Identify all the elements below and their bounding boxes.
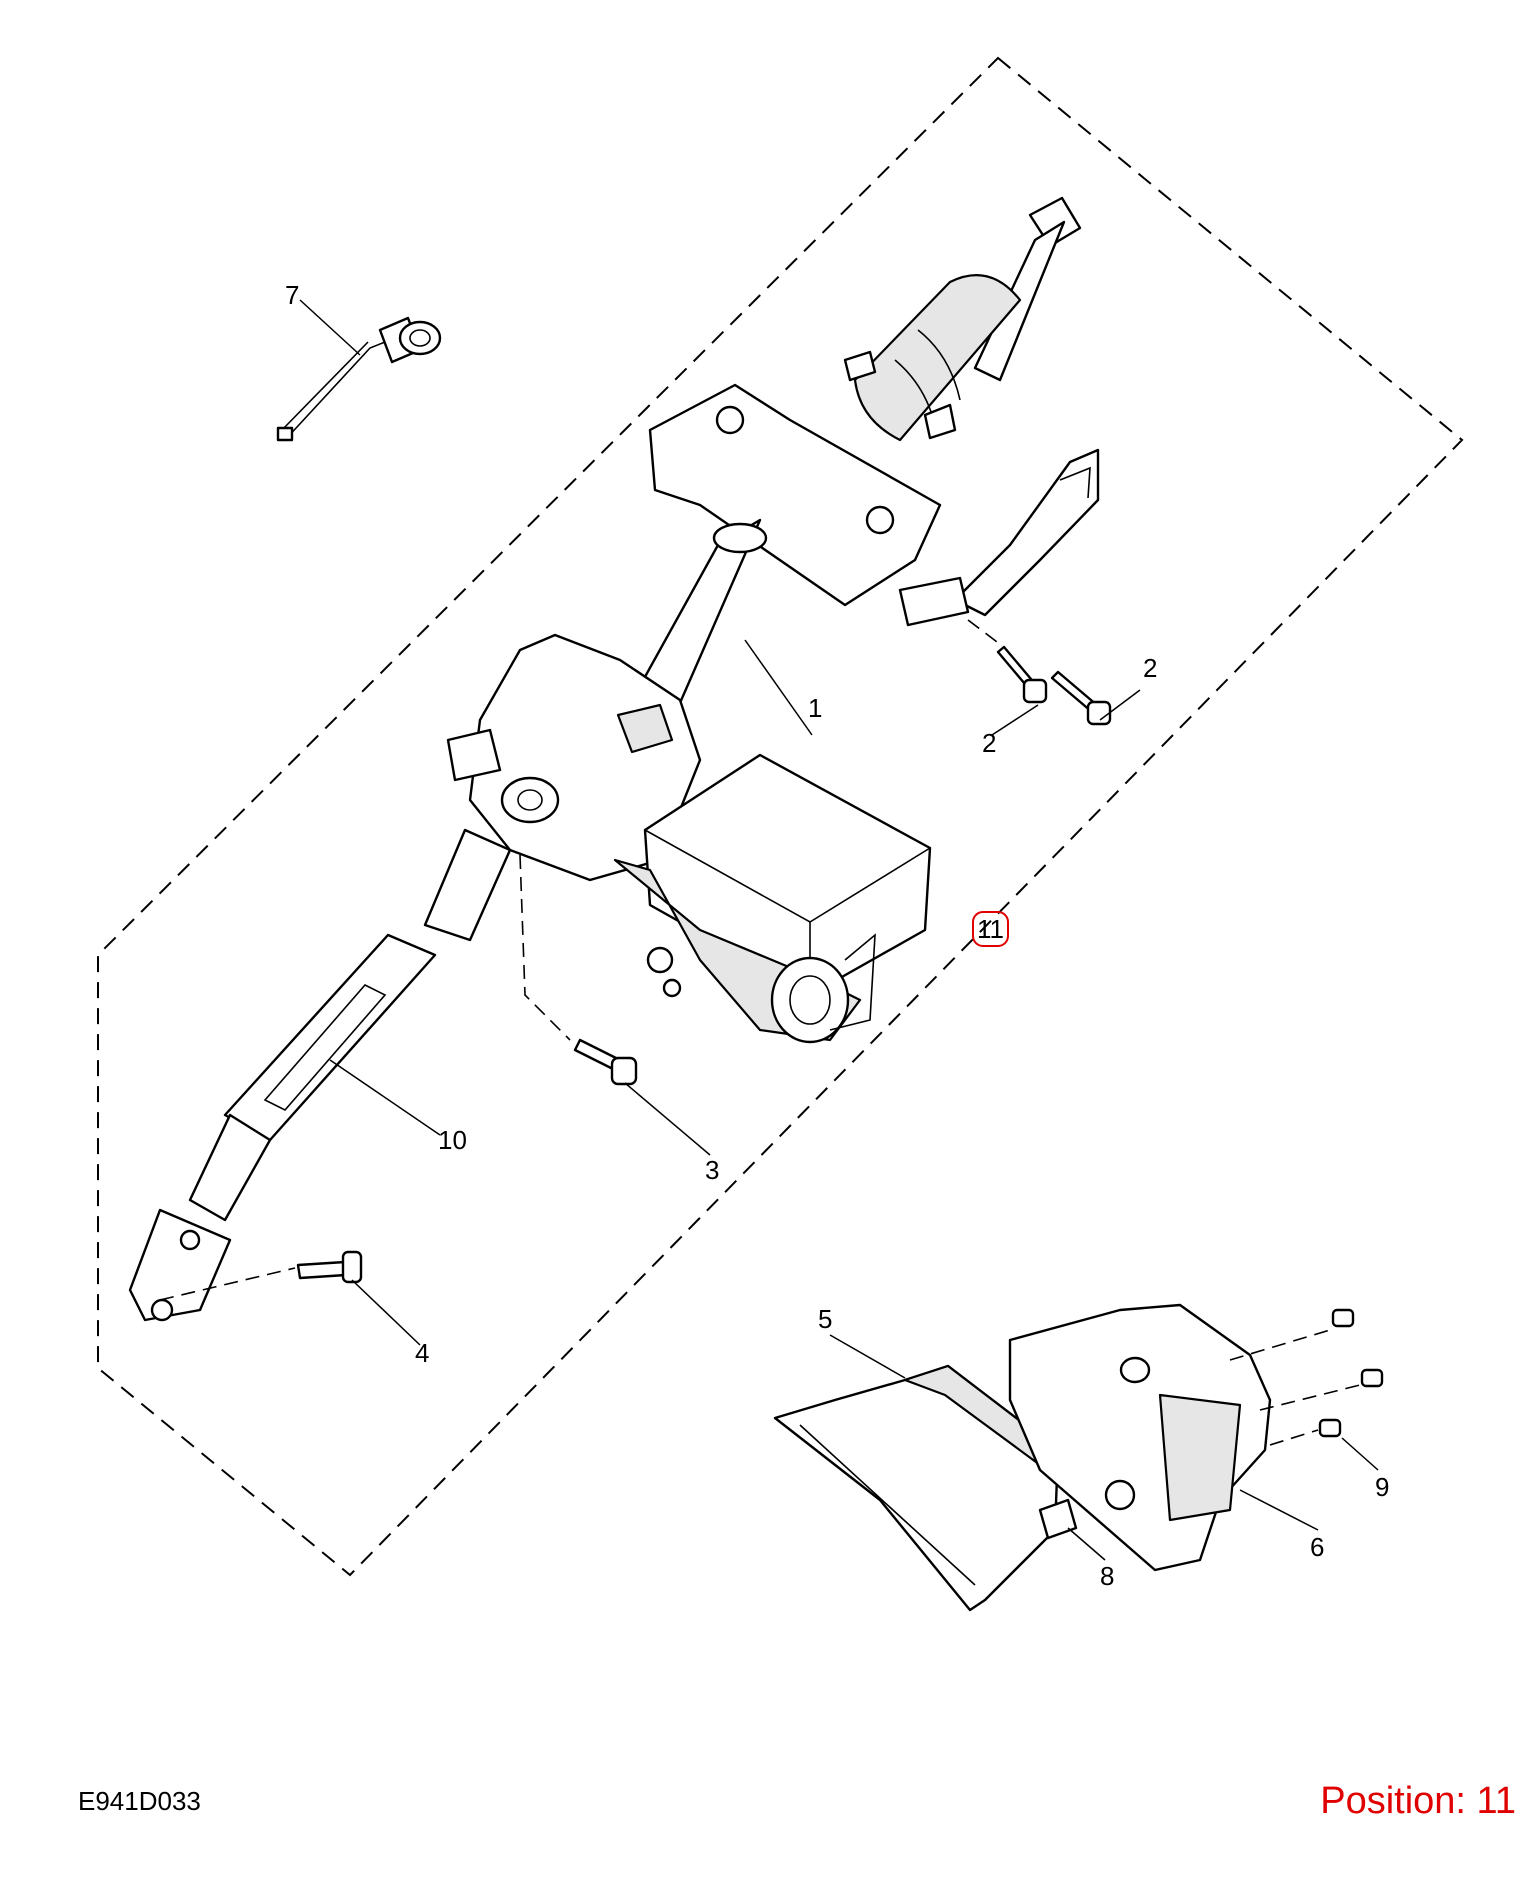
bolt-3 xyxy=(573,1038,638,1086)
callout-1: 1 xyxy=(808,693,823,723)
callout-4: 4 xyxy=(415,1338,430,1368)
assembly-boundary xyxy=(97,56,1464,1577)
callout-11[interactable]: 11 xyxy=(972,911,1009,947)
intermediate-shaft xyxy=(128,828,512,1322)
tilt-lever xyxy=(898,448,1100,627)
callout-3: 3 xyxy=(705,1155,720,1185)
callout-6: 6 xyxy=(1310,1532,1325,1562)
callout-10: 10 xyxy=(438,1125,467,1155)
motor-control-module xyxy=(613,753,932,1044)
leader-lines xyxy=(299,299,1379,1561)
callout-5: 5 xyxy=(818,1304,833,1334)
part-6-upper-shroud xyxy=(1008,1303,1272,1572)
part-8-clip xyxy=(1038,1498,1078,1540)
guide-line-lower xyxy=(519,854,571,1041)
callout-9: 9 xyxy=(1375,1472,1390,1502)
callout-2-right: 2 xyxy=(1143,653,1158,683)
guide-line-upper xyxy=(967,619,1006,649)
bolt-4 xyxy=(296,1250,363,1284)
diagram-reference-code: E941D033 xyxy=(78,1786,201,1816)
bolt-2b xyxy=(1050,670,1112,726)
position-label: Position: 11 xyxy=(1320,1780,1516,1822)
column-housing xyxy=(446,633,702,882)
guide-line-left xyxy=(159,1267,296,1301)
upper-mounting-bracket xyxy=(648,350,957,607)
callout-2-left: 2 xyxy=(982,728,997,758)
part-7-sensor xyxy=(276,316,442,442)
upper-shaft xyxy=(853,196,1082,442)
part-9-screws xyxy=(1229,1308,1384,1446)
callout-7: 7 xyxy=(285,280,300,310)
callout-8: 8 xyxy=(1100,1561,1115,1591)
bolt-2a xyxy=(996,645,1048,704)
